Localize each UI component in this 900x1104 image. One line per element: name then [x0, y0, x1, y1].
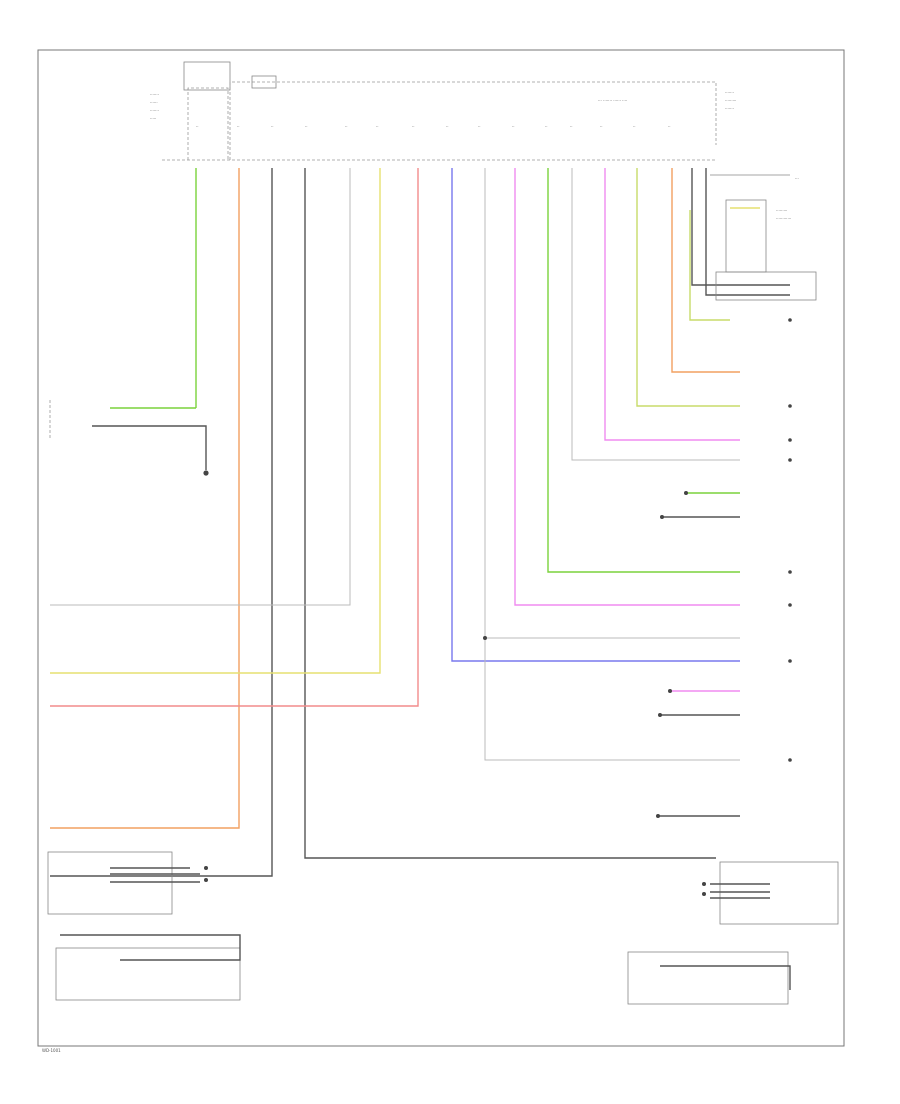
left-splice: [49, 400, 209, 476]
svg-text:··: ··: [305, 124, 308, 129]
svg-text:··: ··: [545, 124, 548, 129]
svg-text:··: ··: [412, 124, 415, 129]
lower-right-module: [627, 861, 839, 1005]
upper-right-switch: ··· ········· ············: [710, 174, 817, 301]
svg-text:·······: ·······: [150, 92, 159, 97]
svg-text:··: ··: [478, 124, 481, 129]
svg-text:·······: ·······: [725, 90, 734, 95]
svg-text:············: ············: [776, 216, 791, 221]
svg-text:······: ······: [150, 100, 158, 105]
svg-text:·······: ·······: [150, 108, 159, 113]
diagram-frame: [37, 49, 845, 1047]
svg-text:·········: ·········: [725, 98, 736, 103]
svg-text:·····: ·····: [150, 116, 156, 121]
svg-text:··: ··: [600, 124, 603, 129]
svg-text:··: ··: [633, 124, 636, 129]
svg-text:··: ··: [570, 124, 573, 129]
svg-text:·······: ·······: [725, 106, 734, 111]
lower-left-module: [47, 851, 241, 1001]
svg-text:·········: ·········: [776, 208, 787, 213]
svg-text:··: ··: [271, 124, 274, 129]
svg-text:··: ··: [345, 124, 348, 129]
svg-text:··: ··: [512, 124, 515, 129]
svg-text:··: ··: [196, 124, 199, 129]
svg-text:··: ··: [668, 124, 671, 129]
connector-pin-labels: ·· ·· ·· ·· ·· ·· ·· ·· ·· ·· ·· ·· ·· ·· ··: [196, 124, 671, 129]
svg-text:···: ···: [795, 176, 799, 181]
body-control-module: ··· ······· ······ ···· ······· ········…: [229, 75, 736, 160]
footer-code: WD-1001: [42, 1048, 61, 1053]
harness-wires: [50, 168, 790, 877]
svg-text:··· ······· ······ ····: ··· ······· ······ ····: [598, 98, 627, 103]
svg-text:··: ··: [446, 124, 449, 129]
svg-text:··: ··: [376, 124, 379, 129]
central-junction-box: ······· ······ ······· ·····: [150, 61, 231, 160]
connector-markers: [483, 318, 792, 818]
svg-text:··: ··: [237, 124, 240, 129]
